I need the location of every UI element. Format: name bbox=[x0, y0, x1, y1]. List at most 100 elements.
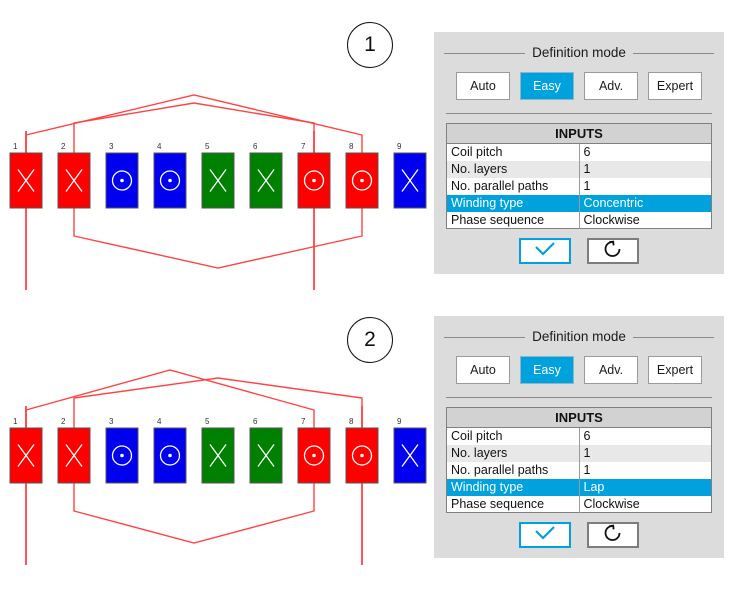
action-row bbox=[434, 513, 724, 558]
group-title-row: Definition mode bbox=[444, 44, 714, 62]
row-value[interactable]: Clockwise bbox=[578, 211, 712, 229]
row-value[interactable]: 1 bbox=[578, 444, 712, 462]
row-label: No. parallel paths bbox=[446, 461, 579, 479]
mode-button-row: Auto Easy Adv. Expert bbox=[444, 346, 714, 384]
group-rule-left bbox=[444, 336, 526, 338]
svg-text:4: 4 bbox=[157, 142, 162, 151]
confirm-button[interactable] bbox=[519, 238, 571, 264]
group-title: Definition mode bbox=[532, 329, 626, 345]
svg-text:4: 4 bbox=[157, 417, 162, 426]
group-title-row: Definition mode bbox=[444, 328, 714, 346]
divider bbox=[446, 397, 712, 398]
svg-text:5: 5 bbox=[205, 142, 210, 151]
svg-text:3: 3 bbox=[109, 142, 114, 151]
svg-text:5: 5 bbox=[205, 417, 210, 426]
confirm-button[interactable] bbox=[519, 522, 571, 548]
reset-button[interactable] bbox=[587, 522, 639, 548]
mode-button-easy[interactable]: Easy bbox=[520, 356, 574, 384]
row-value[interactable]: Lap bbox=[578, 478, 712, 496]
mode-button-auto[interactable]: Auto bbox=[456, 72, 510, 100]
mode-button-auto[interactable]: Auto bbox=[456, 356, 510, 384]
slot-8: 8 bbox=[345, 417, 379, 484]
slot-2: 2 bbox=[57, 417, 91, 484]
step-marker-2: 2 bbox=[347, 317, 393, 363]
svg-text:6: 6 bbox=[253, 417, 258, 426]
slot-2: 2 bbox=[57, 142, 91, 209]
check-icon bbox=[533, 525, 557, 546]
step-marker-2-label: 2 bbox=[364, 328, 376, 351]
row-value[interactable]: 1 bbox=[578, 160, 712, 178]
mode-button-row: Auto Easy Adv. Expert bbox=[444, 62, 714, 100]
row-label: Coil pitch bbox=[446, 143, 579, 161]
slot-1: 1 bbox=[9, 142, 43, 209]
svg-text:8: 8 bbox=[349, 417, 354, 426]
slot-3: 3 bbox=[105, 417, 139, 484]
group-rule-right bbox=[632, 336, 714, 338]
svg-text:9: 9 bbox=[397, 142, 402, 151]
svg-text:6: 6 bbox=[253, 142, 258, 151]
winding-diagram-1: 1 2 3 4 5 6 7 8 9 bbox=[0, 85, 430, 310]
step-marker-1-label: 1 bbox=[364, 33, 376, 56]
mode-button-expert[interactable]: Expert bbox=[648, 72, 702, 100]
row-value[interactable]: 6 bbox=[578, 143, 712, 161]
svg-text:1: 1 bbox=[13, 142, 18, 151]
slot-7: 7 bbox=[297, 142, 331, 209]
reset-button[interactable] bbox=[587, 238, 639, 264]
row-value[interactable]: Clockwise bbox=[578, 495, 712, 513]
svg-text:8: 8 bbox=[349, 142, 354, 151]
row-label: Phase sequence bbox=[446, 495, 579, 513]
reset-icon bbox=[603, 240, 623, 263]
slot-7: 7 bbox=[297, 417, 331, 484]
row-label: Coil pitch bbox=[446, 427, 579, 445]
inputs-table-header: INPUTS bbox=[446, 123, 712, 144]
group-rule-left bbox=[444, 52, 526, 54]
mode-button-expert[interactable]: Expert bbox=[648, 356, 702, 384]
slot-5: 5 bbox=[201, 417, 235, 484]
svg-text:7: 7 bbox=[301, 142, 306, 151]
slot-4: 4 bbox=[153, 142, 187, 209]
row-label: Phase sequence bbox=[446, 211, 579, 229]
row-label: Winding type bbox=[446, 194, 579, 212]
group-title: Definition mode bbox=[532, 45, 626, 61]
slot-6: 6 bbox=[249, 417, 283, 484]
row-label: No. parallel paths bbox=[446, 177, 579, 195]
slot-4: 4 bbox=[153, 417, 187, 484]
reset-icon bbox=[603, 524, 623, 547]
row-value[interactable]: 1 bbox=[578, 461, 712, 479]
slot-5: 5 bbox=[201, 142, 235, 209]
mode-button-adv[interactable]: Adv. bbox=[584, 356, 638, 384]
divider bbox=[446, 113, 712, 114]
row-value[interactable]: 6 bbox=[578, 427, 712, 445]
mode-button-adv[interactable]: Adv. bbox=[584, 72, 638, 100]
slot-6: 6 bbox=[249, 142, 283, 209]
row-label: No. layers bbox=[446, 160, 579, 178]
slot-9: 9 bbox=[393, 417, 427, 484]
mode-button-easy[interactable]: Easy bbox=[520, 72, 574, 100]
check-icon bbox=[533, 241, 557, 262]
inputs-table-header: INPUTS bbox=[446, 407, 712, 428]
row-label: Winding type bbox=[446, 478, 579, 496]
svg-text:1: 1 bbox=[13, 417, 18, 426]
row-value[interactable]: 1 bbox=[578, 177, 712, 195]
svg-text:3: 3 bbox=[109, 417, 114, 426]
svg-text:7: 7 bbox=[301, 417, 306, 426]
row-value[interactable]: Concentric bbox=[578, 194, 712, 212]
action-row bbox=[434, 229, 724, 274]
